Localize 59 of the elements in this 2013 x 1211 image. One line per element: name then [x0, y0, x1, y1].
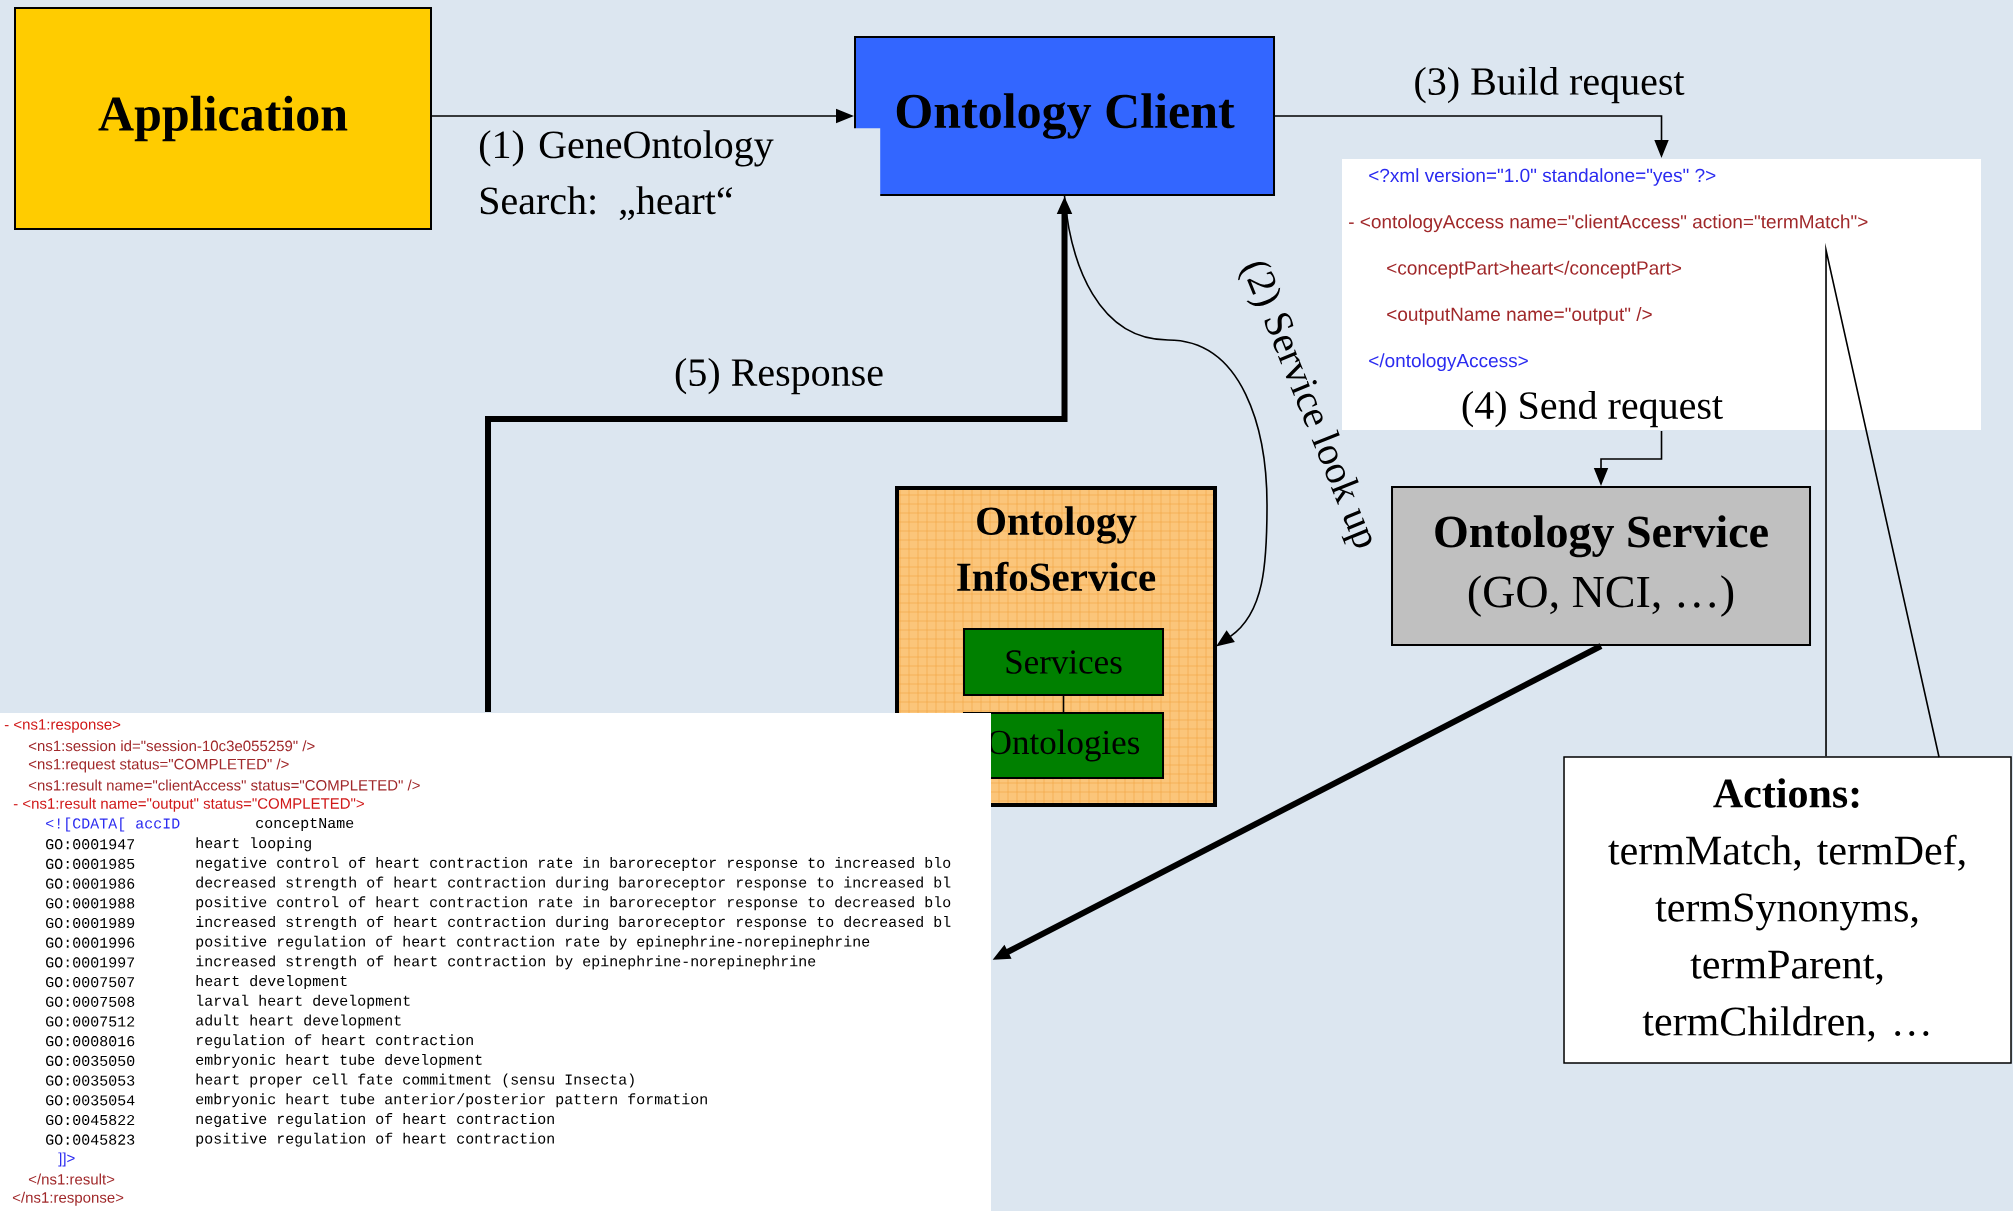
services-box: Services — [963, 628, 1164, 696]
code-line: GO:0001947 — [46, 839, 135, 850]
code-line: heart development — [196, 975, 347, 990]
code-line: conceptName — [256, 817, 354, 832]
code-line: <![CDATA[ accID — [46, 817, 180, 832]
edge-label: (3) Build request — [1411, 64, 1687, 106]
callout-box: Actions: termMatch, termDef, termSynonyms, termParent, termChildren, … — [1563, 756, 2012, 1064]
service-box: Ontology Service (GO, NCI, …) — [1391, 486, 1811, 646]
code-line: <outputName name="output" /> — [1387, 307, 1652, 325]
code-line: GO:0001997 — [46, 957, 135, 968]
code-line: - <ontologyAccess name="clientAccess" action="termMatch"> — [1349, 214, 1868, 233]
code-line: negative regulation of heart contraction — [196, 1113, 554, 1127]
client-box: Ontology Client — [854, 36, 1275, 196]
code-line: embryonic heart tube anterior/posterior pattern formation — [196, 1093, 707, 1108]
code-line: negative control of heart contraction rate in baroreceptor response to increased blo — [196, 856, 951, 871]
code-line: increased strength of heart contraction by epinephrine-norepinephrine — [196, 955, 816, 970]
code-line: GO:0001985 — [46, 858, 135, 869]
code-line: ]]> — [58, 1152, 75, 1167]
code-line: <ns1:session id="session-10c3e055259" /> — [28, 740, 315, 752]
code-line: positive regulation of heart contraction — [196, 1132, 554, 1147]
code-line: GO:0007508 — [46, 996, 135, 1007]
code-line: embryonic heart tube development — [196, 1053, 482, 1068]
application-box: Application — [14, 7, 432, 230]
code-line: <?xml version="1.0" standalone="yes" ?> — [1369, 168, 1716, 186]
code-line: GO:0035054 — [46, 1095, 135, 1106]
connector-line — [1062, 695, 1065, 713]
code-line: </ns1:response> — [12, 1191, 124, 1206]
code-line: GO:0007507 — [46, 977, 135, 988]
code-line: increased strength of heart contraction during baroreceptor response to decreased bl — [196, 916, 951, 930]
edge-label: (4) Send request — [1458, 388, 1726, 430]
code-line: positive control of heart contraction rate in baroreceptor response to decreased blo — [196, 896, 951, 911]
code-line: - <ns1:response> — [4, 719, 121, 733]
code-line: GO:0008016 — [46, 1036, 135, 1047]
code-line: <ns1:result name="clientAccess" status="COMPLETED" /> — [28, 779, 420, 791]
code-line: positive regulation of heart contraction rate by epinephrine-norepinephrine — [196, 935, 870, 950]
code-line: - <ns1:result name="output" status="COMPLETED"> — [13, 797, 364, 812]
code-line: GO:0035050 — [46, 1055, 135, 1066]
code-line: GO:0045823 — [46, 1134, 135, 1145]
code-line: </ontologyAccess> — [1369, 353, 1528, 372]
code-line: GO:0001996 — [46, 937, 135, 948]
code-line: heart proper cell fate commitment (sensu Insecta) — [196, 1073, 634, 1088]
code-line: </ns1:result> — [28, 1173, 115, 1185]
code-line: <conceptPart>heart</conceptPart> — [1387, 260, 1681, 279]
code-line: GO:0001986 — [46, 878, 135, 889]
code-line: GO:0045822 — [46, 1114, 135, 1126]
code-line: regulation of heart contraction — [197, 1034, 473, 1049]
code-line: adult heart development — [196, 1014, 401, 1029]
code-line: GO:0007512 — [46, 1016, 135, 1027]
leader-line — [1825, 242, 1940, 758]
code-line: GO:0001989 — [46, 917, 135, 929]
code-line: GO:0001988 — [46, 898, 135, 909]
code-line: larval heart development — [197, 994, 410, 1009]
code-line: <ns1:request status="COMPLETED" /> — [28, 758, 289, 773]
code-line: heart looping — [196, 837, 311, 852]
edge-label: (1) GeneOntology Search: „heart“ — [476, 128, 881, 223]
code-line: GO:0035053 — [46, 1075, 135, 1086]
code-line: decreased strength of heart contraction during baroreceptor response to increased bl — [196, 876, 951, 891]
edge-label: (5) Response — [672, 355, 886, 397]
curved-arrow — [1063, 195, 1268, 647]
